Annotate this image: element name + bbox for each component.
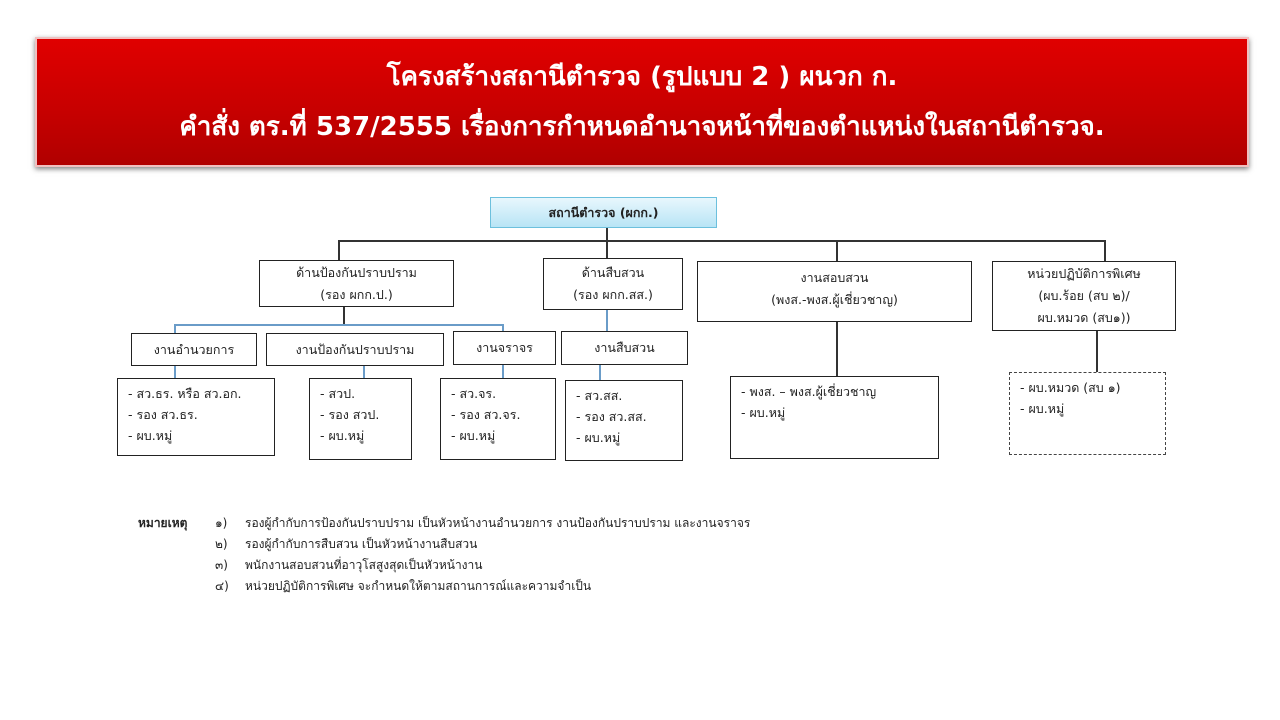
connector <box>599 365 601 380</box>
list-item: - สว.สส. <box>576 388 623 403</box>
list-item: - ผบ.หมู่ <box>128 428 173 443</box>
box-prevention-work: งานป้องกันปราบปราม <box>266 333 444 366</box>
box-label: (พงส.-พงส.ผู้เชี่ยวชาญ) <box>771 292 898 307</box>
root-label: สถานีตำรวจ (ผกก.) <box>548 204 659 220</box>
box-prevention-suppression: ด้านป้องกันปราบปราม (รอง ผกก.ป.) <box>259 260 454 307</box>
list-item: - ผบ.หมู่ <box>1020 401 1065 416</box>
box-special-ops: หน่วยปฏิบัติการพิเศษ (ผบ.ร้อย (สบ ๒)/ ผบ.ห… <box>992 261 1176 331</box>
note-number: ๑) <box>215 516 228 530</box>
box-label: (ผบ.ร้อย (สบ ๒)/ <box>1038 288 1130 303</box>
title-banner: โครงสร้างสถานีตำรวจ (รูปแบบ 2 ) ผนวก ก. … <box>35 37 1249 167</box>
connector <box>502 324 504 331</box>
connector <box>1104 240 1106 261</box>
connector <box>1096 331 1098 372</box>
box-special-ops-staff: - ผบ.หมวด (สบ ๑) - ผบ.หมู่ <box>1009 372 1166 455</box>
box-investigation-side: ด้านสืบสวน (รอง ผกก.สส.) <box>543 258 683 310</box>
list-item: - ผบ.หมู่ <box>576 430 621 445</box>
connector <box>606 228 608 240</box>
note-text: หน่วยปฏิบัติการพิเศษ จะกำหนดให้ตามสถานกา… <box>245 579 592 593</box>
box-label: งานจราจร <box>476 340 533 355</box>
notes-label: หมายเหตุ <box>138 516 188 530</box>
list-item: - สว.จร. <box>451 386 497 401</box>
list-item: - ผบ.หมู่ <box>741 405 786 420</box>
note-text: พนักงานสอบสวนที่อาวุโสสูงสุดเป็นหัวหน้าง… <box>245 558 483 572</box>
list-item: - สว.ธร. หรือ สว.อก. <box>128 386 242 401</box>
connector <box>363 366 365 378</box>
box-investigation-staff: - สว.สส. - รอง สว.สส. - ผบ.หมู่ <box>565 380 683 461</box>
note-text: รองผู้กำกับการป้องกันปราบปราม เป็นหัวหน้… <box>245 516 751 530</box>
list-item: - รอง สว.สส. <box>576 409 647 424</box>
title-line-1: โครงสร้างสถานีตำรวจ (รูปแบบ 2 ) ผนวก ก. <box>386 62 898 92</box>
connector <box>338 240 1105 242</box>
list-item: - ผบ.หมู่ <box>451 428 496 443</box>
box-traffic: งานจราจร <box>453 331 556 365</box>
connector <box>836 240 838 261</box>
box-label: ด้านป้องกันปราบปราม <box>296 264 417 280</box>
box-administration: งานอำนวยการ <box>131 333 257 366</box>
box-label: งานป้องกันปราบปราม <box>295 341 415 357</box>
box-label: (รอง ผกก.ป.) <box>320 286 393 302</box>
list-item: - ผบ.หมวด (สบ ๑) <box>1020 380 1121 395</box>
connector <box>606 310 608 331</box>
note-number: ๔) <box>215 579 229 593</box>
box-label: งานสืบสวน <box>594 340 655 355</box>
box-admin-staff: - สว.ธร. หรือ สว.อก. - รอง สว.ธร. - ผบ.หมู… <box>117 378 275 456</box>
connector <box>606 240 608 258</box>
connector <box>174 324 502 326</box>
box-label: งานอำนวยการ <box>153 341 235 357</box>
box-inquiry: งานสอบสวน (พงส.-พงส.ผู้เชี่ยวชาญ) <box>697 261 972 322</box>
box-label: ผบ.หมวด (สบ๑)) <box>1037 310 1131 325</box>
box-label: หน่วยปฏิบัติการพิเศษ <box>1027 266 1141 281</box>
title-line-2: คำสั่ง ตร.ที่ 537/2555 เรื่องการกำหนดอำน… <box>179 112 1105 142</box>
note-number: ๓) <box>215 558 228 572</box>
list-item: - รอง สวป. <box>320 407 380 422</box>
box-label: (รอง ผกก.สส.) <box>573 287 653 302</box>
list-item: - พงส. – พงส.ผู้เชี่ยวชาญ <box>741 384 877 399</box>
box-label: งานสอบสวน <box>800 270 869 285</box>
list-item: - ผบ.หมู่ <box>320 428 365 443</box>
connector <box>343 307 345 324</box>
list-item: - สวป. <box>320 386 356 401</box>
box-investigation-work: งานสืบสวน <box>561 331 688 365</box>
list-item: - รอง สว.ธร. <box>128 407 198 422</box>
box-inquiry-staff: - พงส. – พงส.ผู้เชี่ยวชาญ - ผบ.หมู่ <box>730 376 939 459</box>
connector <box>836 322 838 376</box>
connector <box>174 366 176 378</box>
box-label: ด้านสืบสวน <box>581 265 645 280</box>
list-item: - รอง สว.จร. <box>451 407 521 422</box>
root-box-police-station: สถานีตำรวจ (ผกก.) <box>490 197 717 228</box>
box-traffic-staff: - สว.จร. - รอง สว.จร. - ผบ.หมู่ <box>440 378 556 460</box>
connector <box>174 324 176 333</box>
connector <box>502 365 504 378</box>
box-prevention-staff: - สวป. - รอง สวป. - ผบ.หมู่ <box>309 378 412 460</box>
connector <box>338 240 340 260</box>
note-text: รองผู้กำกับการสืบสวน เป็นหัวหน้างานสืบสว… <box>245 537 478 551</box>
note-number: ๒) <box>215 537 228 551</box>
